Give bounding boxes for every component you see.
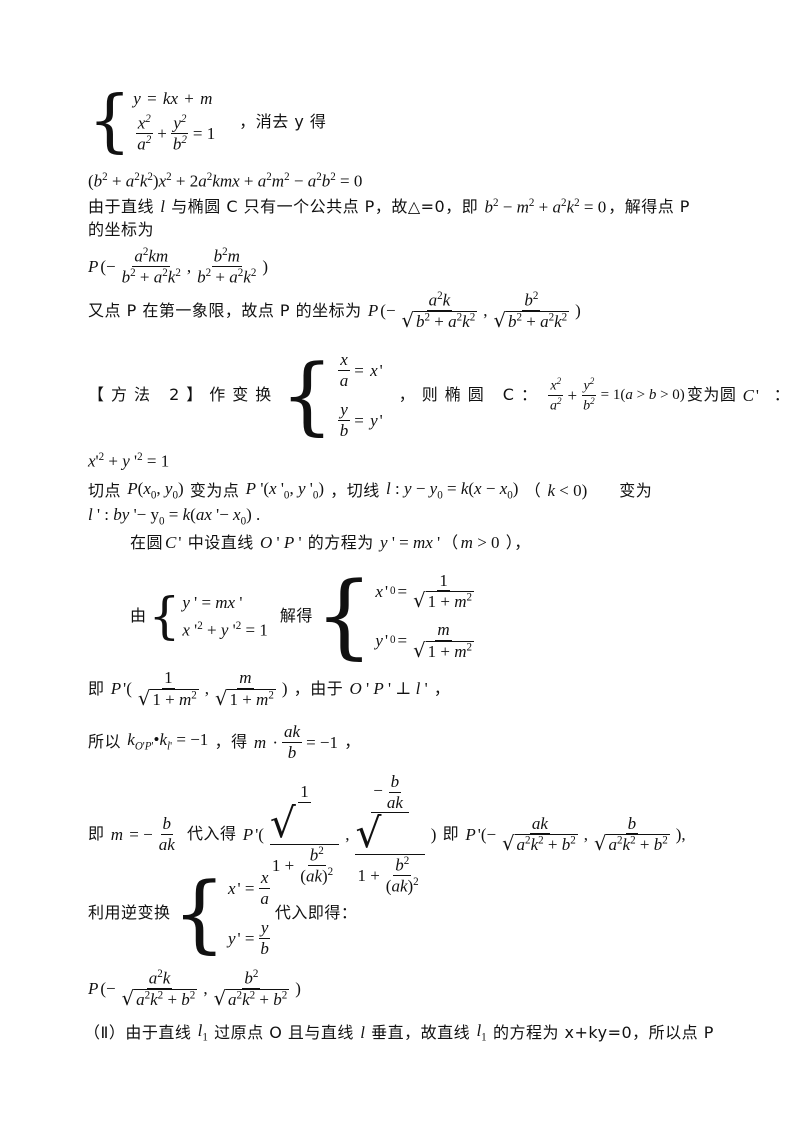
text-line-op-in-circle: 在圆 C' 中设直线 O ' P ' 的方程为 y ' = mx ' （ m >… [130,532,531,552]
text-coordinates-are: 的坐标为 [88,220,155,239]
equation-point-p-first-quadrant: 又点 P 在第一象限，故点 P 的坐标为 P(− a2k √b2 + a2k2,… [88,290,581,333]
equation-circle: x'2 + y '2 = 1 [88,451,170,471]
equation-point-p-final: P(− a2k√a2k2 + b2, b2√a2k2 + b2) [88,968,301,1011]
equation-p-prime: 即 P '( 1√1 + m2, m√1 + m2) ，由于 O ' P ' ⊥… [88,668,451,710]
text-tangent-point-transform: 切点 P(x0, y0) 变为点 P '(x '0, y '0) ，切线 l :… [88,479,653,502]
text-eliminate-y: ，消去 y 得 [239,112,327,131]
left-brace: { [88,82,132,161]
text-part-ii: （Ⅱ）由于直线 l1 过原点 O 且与直线 l 垂直，故直线 l1 的方程为 x… [84,1021,714,1044]
text-line-tangent-condition: 由于直线 l 与椭圆 C 只有一个公共点 P，故△=0，即 b2 − m2 + … [88,196,690,217]
equation-transformed-tangent: l ' : by '− y0 = k(ax '− x0) . [88,505,261,528]
equation-quadratic: (b2 + a2k2)x2 + 2a2kmx + a2m2 − a2b2 = 0 [88,171,363,191]
equation-system-2: 由 { y ' = mx ' x '2 + y '2 = 1 解得 { x '0… [130,562,474,669]
